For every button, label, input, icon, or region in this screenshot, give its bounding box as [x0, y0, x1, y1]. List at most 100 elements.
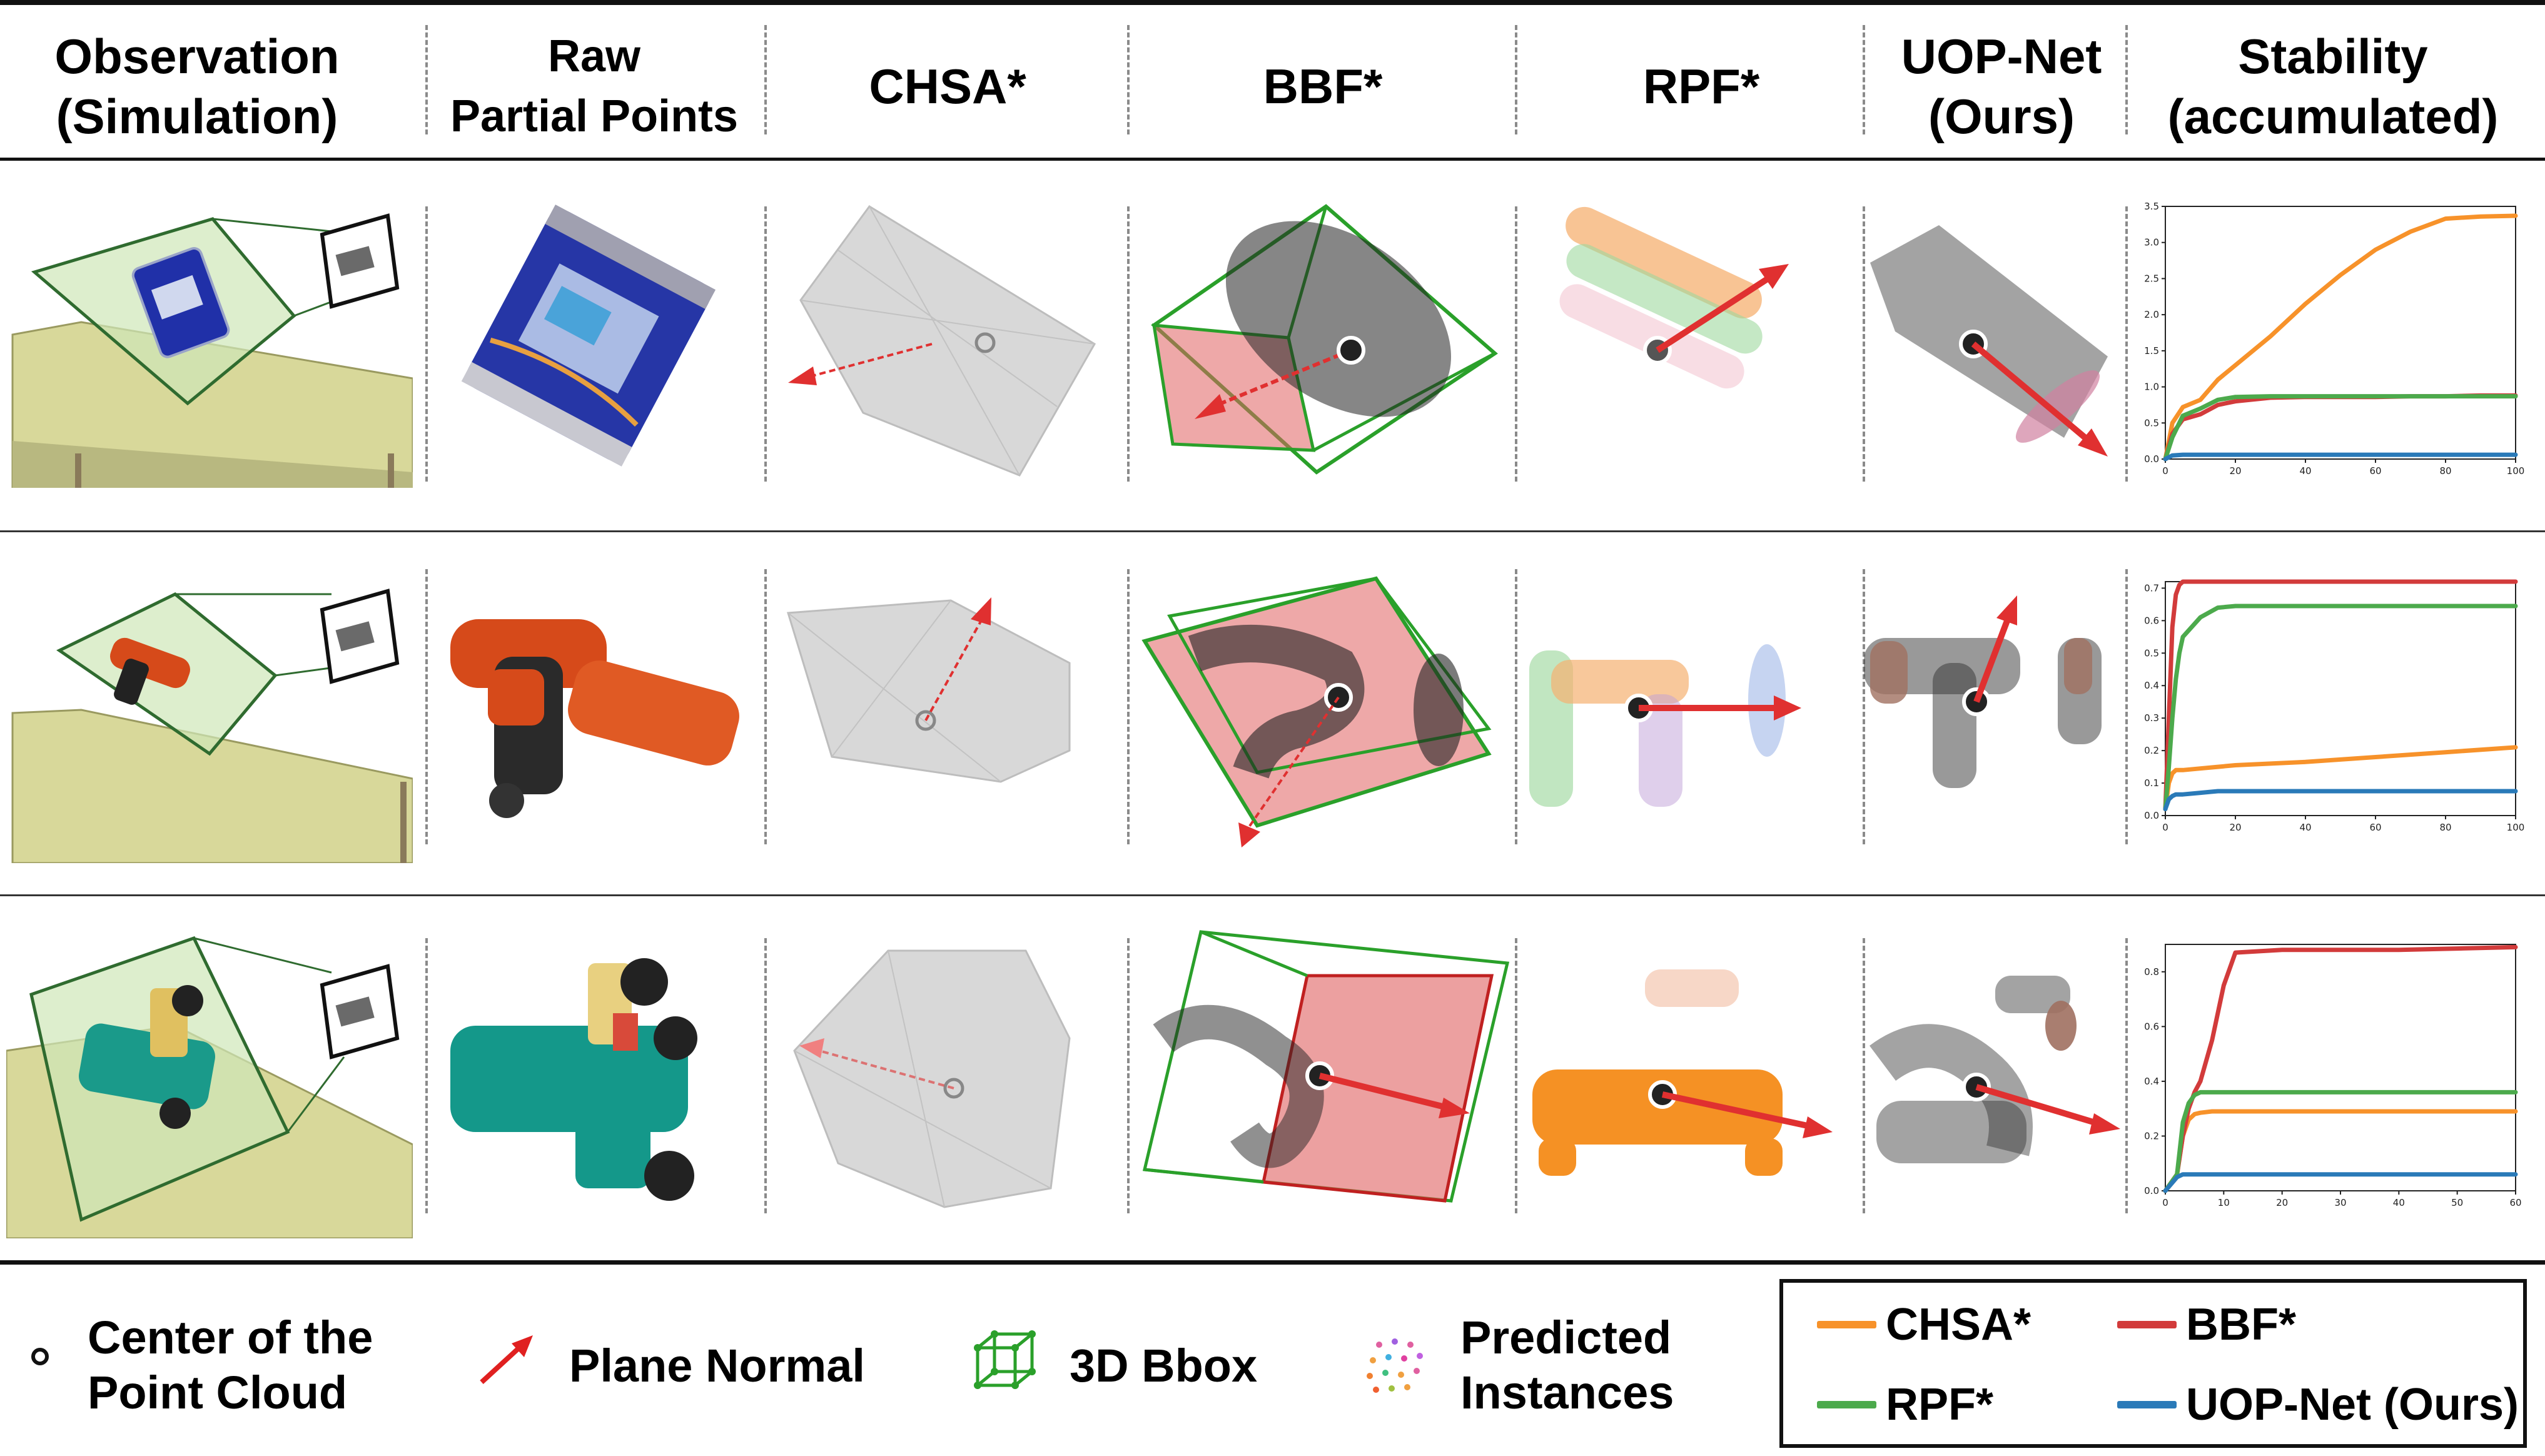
y-tick-label: 0.8: [2144, 966, 2159, 978]
y-tick-label: 0.2: [2144, 745, 2159, 756]
key-swatch: [2117, 1321, 2177, 1328]
y-tick-label: 1.0: [2144, 382, 2159, 393]
key-swatch: [1817, 1401, 1876, 1408]
y-tick-label: 0.1: [2144, 777, 2159, 789]
center-marker-icon: [31, 1348, 49, 1365]
observation-image: [6, 557, 413, 863]
camera-icon: [320, 964, 400, 1059]
y-tick-label: 0.6: [2144, 1021, 2159, 1032]
x-tick-label: 40: [2299, 465, 2311, 477]
header-bbf: BBF*: [1263, 58, 1383, 114]
x-tick-label: 100: [2507, 822, 2525, 833]
chsa-hull-image: [776, 575, 1126, 851]
y-tick-label: 0.7: [2144, 582, 2159, 594]
series-line: [2163, 604, 2518, 812]
header-stability: Stability(accumulated): [2167, 28, 2499, 144]
row-divider: [1515, 569, 1517, 844]
y-tick-label: 2.0: [2144, 309, 2159, 320]
y-tick-label: 3.5: [2144, 201, 2159, 212]
series-line: [2163, 213, 2518, 462]
legend-bbox: 3D Bbox: [1070, 1340, 1258, 1392]
row-divider: [1515, 206, 1517, 482]
row-divider: [2125, 206, 2128, 482]
rpf-instances-image: [1526, 206, 1864, 469]
y-tick-label: 0.2: [2144, 1130, 2159, 1141]
uopnet-image: [1858, 951, 2133, 1226]
bbf-bbox-image: [1138, 194, 1514, 488]
header-divider: [1515, 25, 1517, 134]
x-tick-label: 0: [2162, 1197, 2168, 1208]
row-divider: [1127, 569, 1130, 844]
row-divider: [764, 938, 767, 1213]
key-label: BBF*: [2186, 1300, 2296, 1350]
x-tick-label: 60: [2369, 465, 2381, 477]
x-tick-label: 0: [2162, 822, 2168, 833]
row-divider: [1127, 206, 1130, 482]
uopnet-image: [1858, 588, 2133, 826]
uopnet-image: [1858, 200, 2133, 475]
series-line: [2163, 579, 2518, 812]
header-divider: [2125, 25, 2128, 134]
legend-instances: Predicted Instances: [1460, 1312, 1674, 1418]
header-divider: [764, 25, 767, 134]
top-rule: [0, 0, 2545, 5]
y-tick-label: 0.4: [2144, 680, 2159, 691]
raw-points-image: [438, 938, 751, 1226]
x-tick-label: 30: [2334, 1197, 2346, 1208]
plane-normal-icon: [475, 1332, 538, 1388]
series-line: [2163, 394, 2518, 462]
series-line: [2163, 393, 2518, 462]
x-tick-label: 60: [2509, 1197, 2521, 1208]
predicted-instances-icon: [1360, 1332, 1435, 1401]
x-tick-label: 80: [2439, 822, 2451, 833]
x-tick-label: 20: [2276, 1197, 2288, 1208]
header-rule: [0, 158, 2545, 161]
y-tick-label: 3.0: [2144, 237, 2159, 248]
series-line: [2163, 1172, 2518, 1193]
y-tick-label: 0.0: [2144, 810, 2159, 821]
bbf-bbox-image: [1138, 926, 1514, 1226]
row-divider: [425, 206, 428, 482]
row-divider: [764, 569, 767, 844]
key-label: RPF*: [1886, 1380, 1994, 1430]
bbf-bbox-image: [1138, 566, 1514, 860]
chsa-hull-image: [776, 188, 1126, 488]
rpf-instances-image: [1526, 957, 1864, 1220]
raw-points-image: [438, 600, 751, 851]
x-tick-label: 10: [2218, 1197, 2230, 1208]
series-line: [2163, 1109, 2518, 1193]
row-divider: [1863, 569, 1865, 844]
row-divider: [425, 569, 428, 844]
series-line: [2163, 944, 2518, 1193]
row-divider: [2125, 569, 2128, 844]
x-tick-label: 50: [2451, 1197, 2463, 1208]
series-line: [2163, 452, 2518, 462]
row-divider: [1127, 938, 1130, 1213]
x-tick-label: 20: [2229, 822, 2241, 833]
observation-image: [6, 926, 413, 1238]
header-divider: [1863, 25, 1865, 134]
observation-image: [6, 178, 413, 488]
header-divider: [1127, 25, 1130, 134]
header-rpf: RPF*: [1642, 58, 1760, 114]
rpf-instances-image: [1526, 625, 1864, 832]
key-label: UOP-Net (Ours): [2186, 1380, 2519, 1430]
key-swatch: [2117, 1401, 2177, 1408]
bbox-icon: [973, 1329, 1038, 1395]
y-tick-label: 0.4: [2144, 1076, 2159, 1087]
x-tick-label: 20: [2229, 465, 2241, 477]
y-tick-label: 0.3: [2144, 712, 2159, 724]
camera-icon: [320, 213, 400, 309]
series-line: [2163, 745, 2518, 812]
header-divider: [425, 25, 428, 134]
plot-frame: [2165, 944, 2516, 1191]
legend-plane-normal: Plane Normal: [569, 1340, 865, 1392]
key-label: CHSA*: [1886, 1300, 2031, 1350]
plot-frame: [2165, 206, 2516, 460]
legend-center: Center of the Point Cloud: [88, 1312, 373, 1418]
row-divider-1: [0, 530, 2545, 532]
raw-points-image: [438, 181, 751, 482]
